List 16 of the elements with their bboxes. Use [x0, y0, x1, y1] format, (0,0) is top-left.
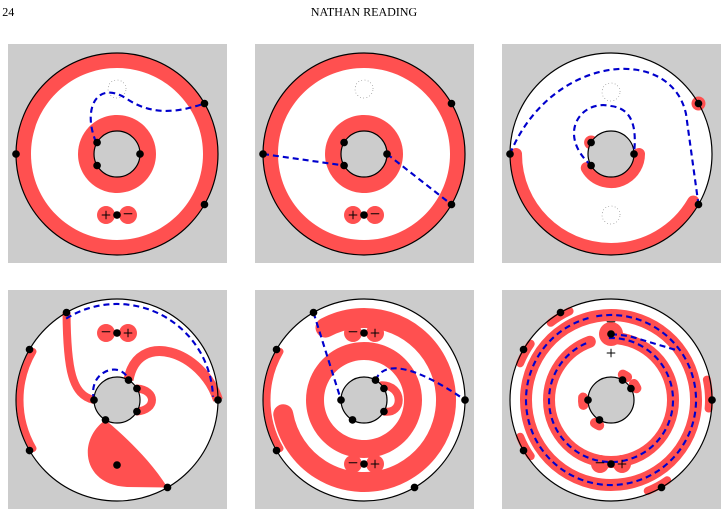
sign-label: + — [124, 328, 132, 338]
sign-label: + — [370, 328, 380, 338]
sign-label: − — [370, 213, 380, 214]
sign-label: + — [102, 210, 110, 220]
sign-label: + — [618, 460, 626, 468]
sign-label: + — [606, 348, 616, 358]
sign-label: + — [370, 460, 380, 468]
sign-label: − — [596, 462, 604, 464]
running-head: NATHAN READING — [311, 8, 417, 16]
sign-label: − — [348, 462, 358, 464]
sign-label: − — [606, 321, 616, 322]
sign-label: + — [348, 210, 358, 220]
sign-label: − — [348, 331, 358, 332]
sign-label: − — [102, 331, 110, 332]
page-number: 24 — [2, 8, 14, 16]
sign-label: − — [124, 213, 132, 214]
